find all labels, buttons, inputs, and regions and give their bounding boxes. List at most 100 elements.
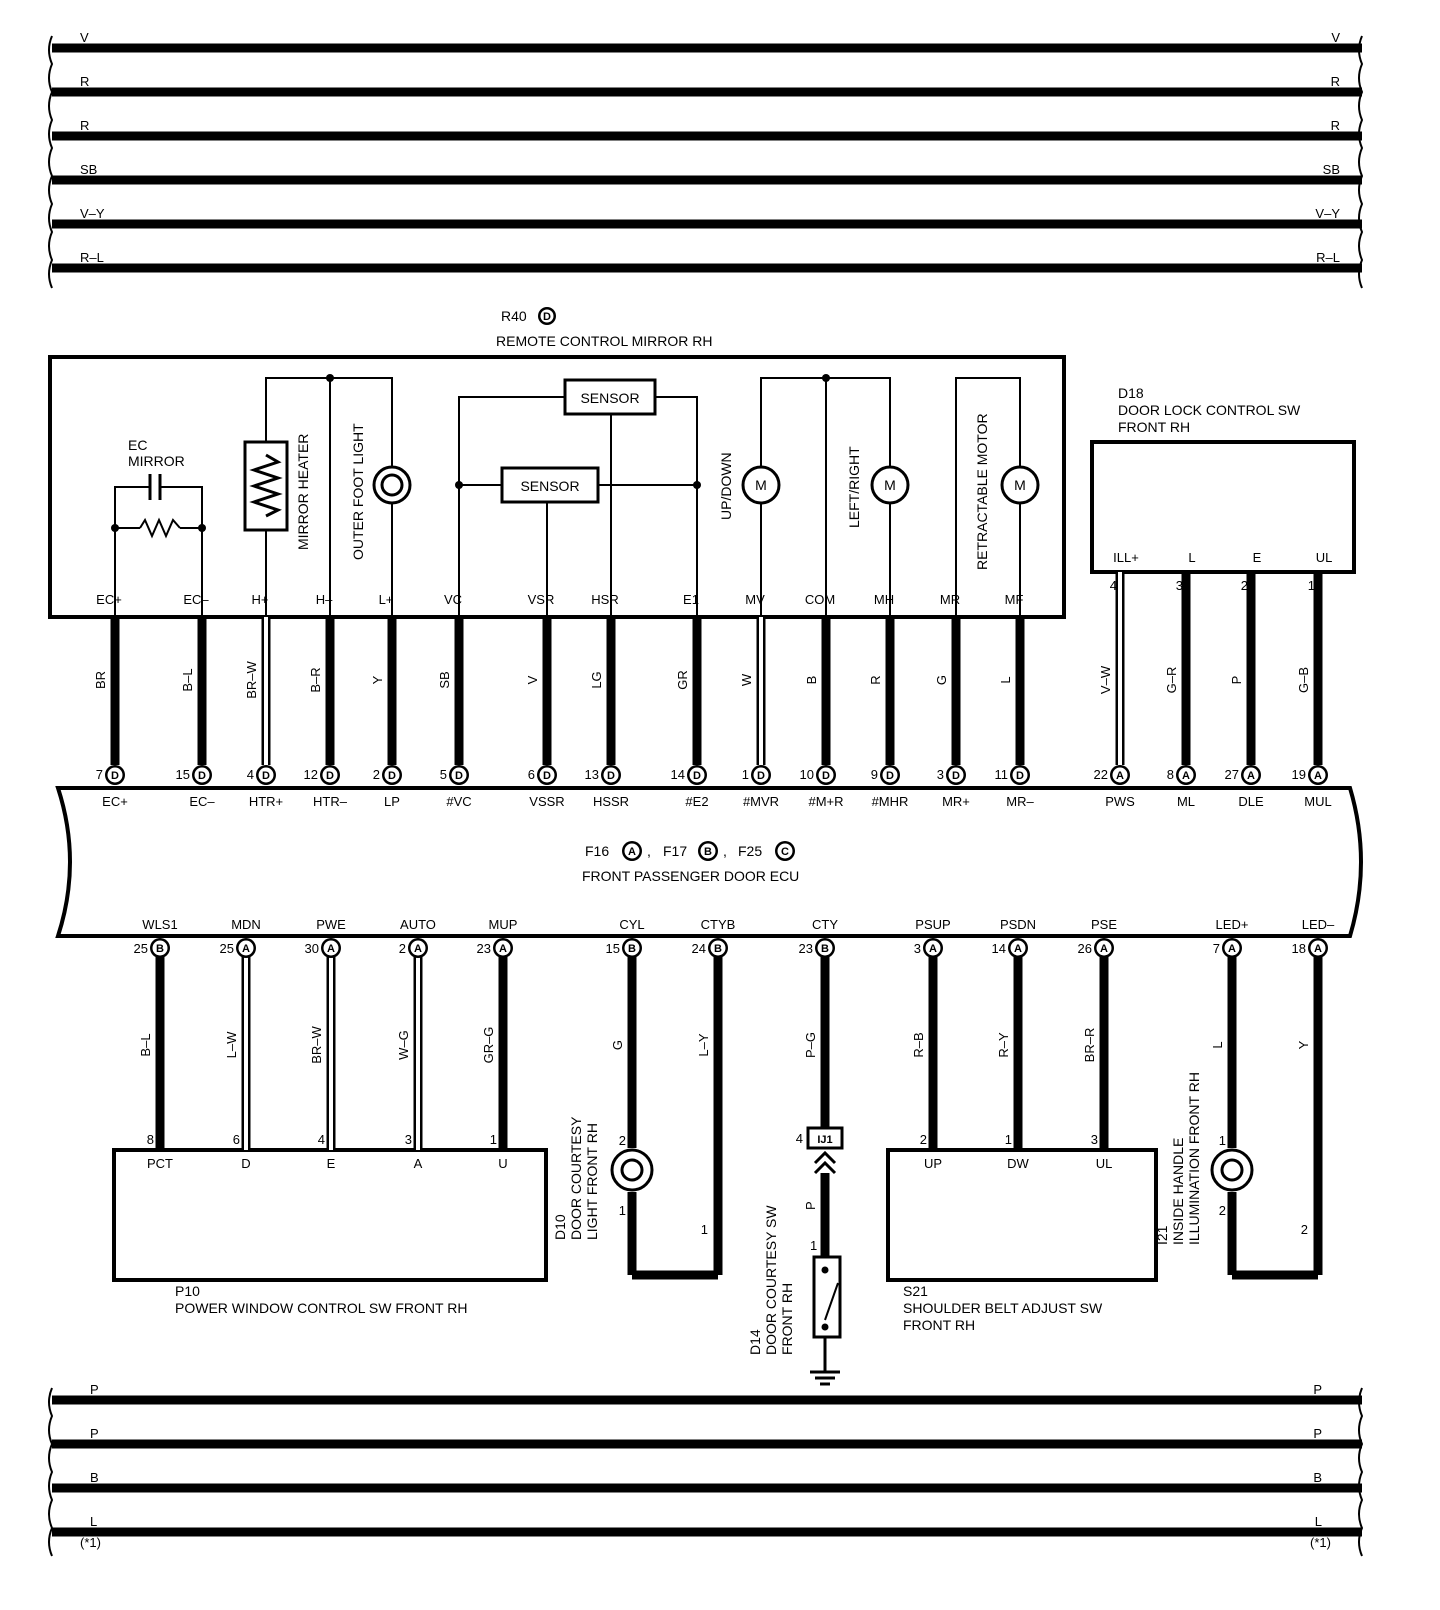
sensor-1-label: SENSOR: [580, 390, 639, 406]
ecu-connector-marker-center: [925, 940, 941, 956]
ecu-connector-marker: D: [192, 765, 212, 785]
output-wire-color: L–Y: [696, 1033, 711, 1056]
output-wire-color: B–L: [138, 1033, 153, 1056]
door-lock-pin-number: 4: [1110, 578, 1117, 593]
mirror-wire-color: BR: [93, 671, 108, 689]
ecu-connector-marker: A: [1308, 938, 1328, 958]
ecu-connector-marker-center: [323, 940, 339, 956]
ecu-conn-3-code: F25: [738, 843, 762, 859]
bus-top-label-right: SB: [1323, 162, 1340, 177]
ec-mirror-label-1: EC: [128, 437, 147, 453]
device-pin-number: 3: [405, 1132, 412, 1147]
mirror-terminal-label: VSR: [528, 592, 555, 607]
ecu-connector-marker-letter: A: [1228, 943, 1236, 955]
ecu-connector-marker-letter: D: [886, 770, 894, 782]
d10-lamp-pin: 1: [619, 1203, 626, 1218]
mirror-terminal-label: L+: [379, 592, 394, 607]
ecu-terminal-label: #MHR: [872, 794, 909, 809]
mirror-wire-color: Y: [370, 675, 385, 684]
ecu-pin-number: 26: [1078, 941, 1092, 956]
ecu-connector-marker-letter: D: [262, 770, 270, 782]
bus-bottom-label-right: B: [1313, 1470, 1322, 1485]
ecu-connector-marker: A: [1241, 765, 1261, 785]
remote-control-mirror: R40 D REMOTE CONTROL MIRROR RH EC MIRROR…: [48, 307, 1066, 619]
ecu-pin-number: 23: [477, 941, 491, 956]
mirror-heater-label: MIRROR HEATER: [295, 434, 311, 550]
ecu-sep-2: ,: [723, 843, 727, 859]
ecu-connector-marker: A: [1008, 938, 1028, 958]
ecu-connector-marker-letter: D: [455, 770, 463, 782]
output-wire-color: R–B: [911, 1032, 926, 1057]
ecu-connector-marker: A: [408, 938, 428, 958]
ecu-pin-number: 15: [606, 941, 620, 956]
bus-bottom-label-left: P: [90, 1382, 99, 1397]
ecu-pin-number: 9: [871, 767, 878, 782]
ecu-terminal-label: PSDN: [1000, 917, 1036, 932]
ecu-connector-marker-center: [194, 767, 210, 783]
door-courtesy-switch: IJ1 P 1 D14 DOOR COURTESY SW FRONT RH: [747, 1126, 844, 1386]
ecu-connector-marker-letter: A: [1247, 770, 1255, 782]
bus-top-label-left: V–Y: [80, 206, 105, 221]
device-terminal-label: UL: [1096, 1156, 1113, 1171]
ecu-pin-number: 8: [1167, 767, 1174, 782]
ecu-connector-marker-letter: A: [929, 943, 937, 955]
ecu-pin-number: 23: [799, 941, 813, 956]
door-lock-pin-number: 1: [1308, 578, 1315, 593]
ecu-pin-number: 30: [305, 941, 319, 956]
bus-note-right: (*1): [1310, 1535, 1331, 1550]
ecu-connector-marker-letter: A: [242, 943, 250, 955]
ecu-pin-number: 10: [800, 767, 814, 782]
ecu-sep-1: ,: [647, 843, 651, 859]
mirror-conn-letter: D: [543, 311, 551, 323]
device-pin-number: 2: [1301, 1222, 1308, 1237]
ecu-connector-marker: A: [236, 938, 256, 958]
ecu-terminal-label: MR+: [942, 794, 970, 809]
ecu-terminal-label: CTY: [812, 917, 838, 932]
i21-lamp-pin: 2: [1219, 1203, 1226, 1218]
ecu-connector-marker-letter: D: [757, 770, 765, 782]
motor-left-right-icon: M: [884, 477, 896, 493]
device-pin-number: 1: [1005, 1132, 1012, 1147]
d14-code: D14: [747, 1329, 763, 1355]
d10-code: D10: [552, 1214, 568, 1240]
d10-name-2: LIGHT FRONT RH: [584, 1123, 600, 1240]
ecu-connector-marker: A: [1222, 938, 1242, 958]
ecu-connector-marker-center: [322, 767, 338, 783]
ecu-connector-marker: D: [601, 765, 621, 785]
ecu-connector-marker-letter: D: [543, 770, 551, 782]
ecu-connector-marker-letter: D: [952, 770, 960, 782]
ecu-connector-marker-center: [410, 940, 426, 956]
device-pin-number: 1: [490, 1132, 497, 1147]
device-pin-number: 4: [318, 1132, 325, 1147]
output-wire-color: Y: [1296, 1040, 1311, 1049]
ecu-connector-marker: B: [708, 938, 728, 958]
device-terminal-label: E: [327, 1156, 336, 1171]
ecu-connector-marker-letter: D: [693, 770, 701, 782]
ecu-terminal-label: #M+R: [808, 794, 843, 809]
ecu-pin-number: 19: [1292, 767, 1306, 782]
ecu-connector-marker-center: [753, 767, 769, 783]
p10-code: P10: [175, 1283, 200, 1299]
ecu-conn-2-letter: B: [704, 846, 712, 858]
ecu-connector-marker-center: [1096, 940, 1112, 956]
ecu-connector-marker-center: [689, 767, 705, 783]
ecu-terminal-label: ML: [1177, 794, 1195, 809]
bus-top-label-right: R: [1331, 74, 1340, 89]
ecu-terminal-label: LED+: [1216, 917, 1249, 932]
front-passenger-door-ecu: F16 A , F17 B , F25 C FRONT PASSENGER DO…: [55, 786, 1363, 938]
bus-bottom-label-left: L: [90, 1514, 97, 1529]
ecu-terminal-label: VSSR: [529, 794, 564, 809]
door-lock-wire-color: P: [1229, 676, 1244, 685]
ecu-name: FRONT PASSENGER DOOR ECU: [582, 868, 799, 884]
ecu-pin-number: 5: [440, 767, 447, 782]
door-courtesy-light: D10 DOOR COURTESY LIGHT FRONT RH: [552, 1116, 718, 1280]
ecu-connector-marker-center: [258, 767, 274, 783]
ecu-connector-marker: D: [816, 765, 836, 785]
door-lock-pin-number: 3: [1176, 578, 1183, 593]
output-wire-color: P–G: [803, 1032, 818, 1058]
bus-note-left: (*1): [80, 1535, 101, 1550]
ecu-connector-marker-letter: D: [326, 770, 334, 782]
motor-up-down-icon: M: [755, 477, 767, 493]
